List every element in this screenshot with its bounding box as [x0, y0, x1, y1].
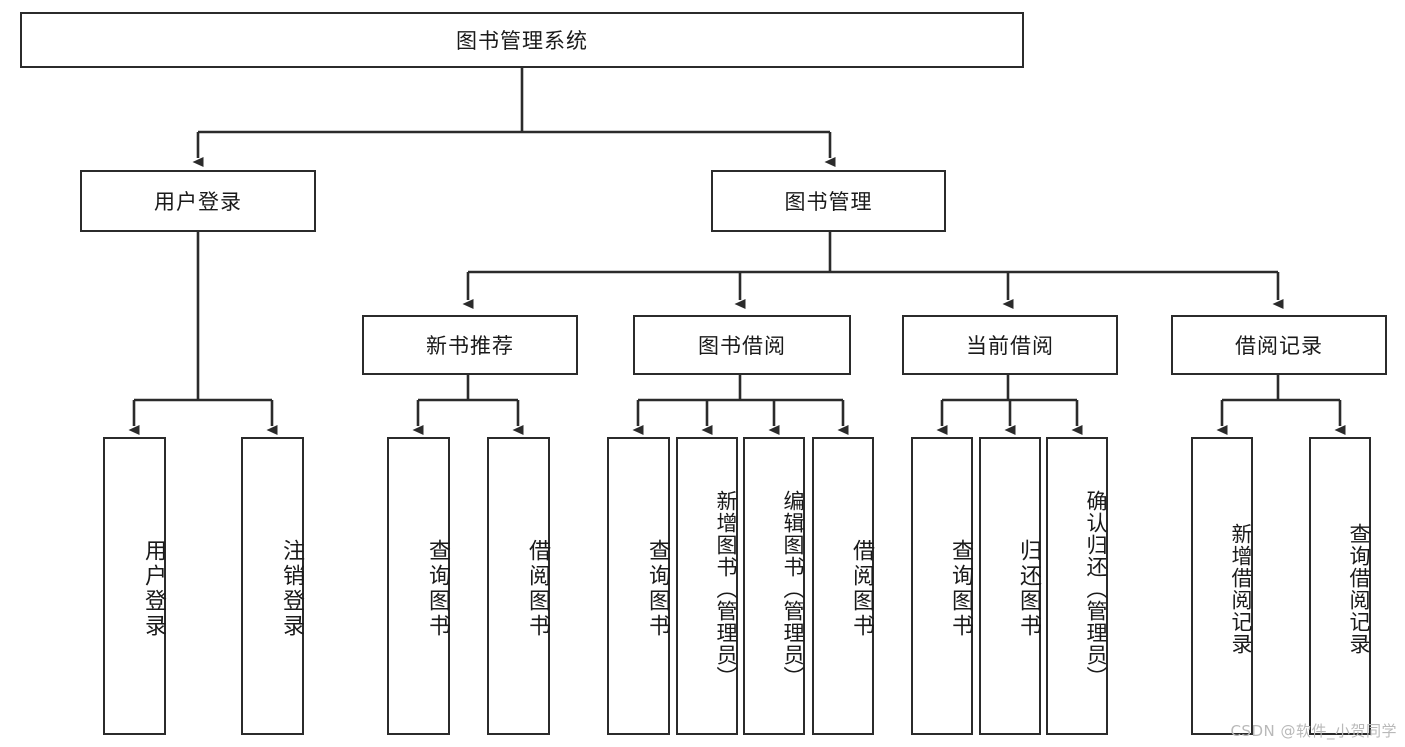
leaf-query-book-borrow[interactable]: 查询图书 [607, 437, 670, 735]
node-book-management[interactable]: 图书管理 [711, 170, 946, 232]
node-user-login[interactable]: 用户登录 [80, 170, 316, 232]
leaf-query-borrow-record[interactable]: 查询借阅记录 [1309, 437, 1371, 735]
node-book-borrow[interactable]: 图书借阅 [633, 315, 851, 375]
leaf-edit-book-admin[interactable]: 编辑图书（管理员） [743, 437, 805, 735]
leaf-borrow-book[interactable]: 借阅图书 [812, 437, 874, 735]
node-root[interactable]: 图书管理系统 [20, 12, 1024, 68]
leaf-confirm-return-admin[interactable]: 确认归还（管理员） [1046, 437, 1108, 735]
leaf-borrow-book-recommend[interactable]: 借阅图书 [487, 437, 550, 735]
leaf-add-borrow-record[interactable]: 新增借阅记录 [1191, 437, 1253, 735]
node-current-borrow[interactable]: 当前借阅 [902, 315, 1118, 375]
leaf-logout[interactable]: 注销登录 [241, 437, 304, 735]
leaf-user-login[interactable]: 用户登录 [103, 437, 166, 735]
node-new-book-recommend[interactable]: 新书推荐 [362, 315, 578, 375]
leaf-add-book-admin[interactable]: 新增图书（管理员） [676, 437, 738, 735]
leaf-query-book-current[interactable]: 查询图书 [911, 437, 973, 735]
node-borrow-records[interactable]: 借阅记录 [1171, 315, 1387, 375]
leaf-query-book-recommend[interactable]: 查询图书 [387, 437, 450, 735]
leaf-return-book[interactable]: 归还图书 [979, 437, 1041, 735]
